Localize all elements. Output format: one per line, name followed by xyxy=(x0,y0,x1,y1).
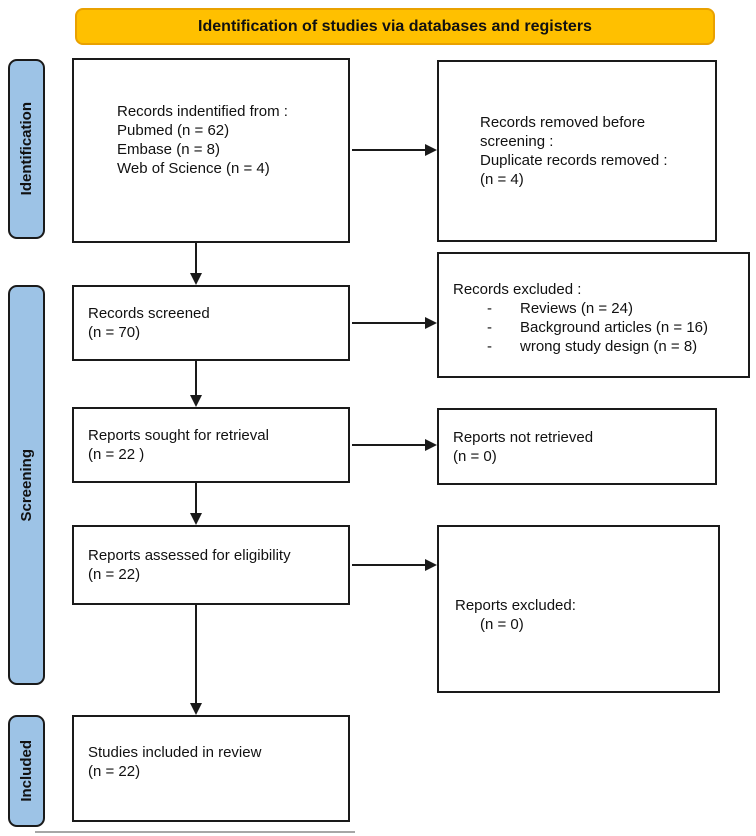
excluded-item-text: wrong study design (n = 8) xyxy=(520,338,698,355)
bullet-dash: - xyxy=(487,319,492,336)
box-text-line: (n = 22) xyxy=(88,763,141,780)
bullet-dash: - xyxy=(487,300,492,317)
arrowhead-right-icon xyxy=(425,559,437,571)
box-reports-not-retrieved: Reports not retrieved (n = 0) xyxy=(437,408,717,485)
excluded-item-text: Background articles (n = 16) xyxy=(520,319,709,336)
box-reports-excluded: Reports excluded: (n = 0) xyxy=(437,525,720,693)
cropped-box-edge xyxy=(35,831,355,833)
excluded-list-item: - Reviews (n = 24) xyxy=(453,299,748,318)
box-text-line: (n = 22 ) xyxy=(88,446,145,463)
arrowhead-right-icon xyxy=(425,317,437,329)
box-records-removed-before-screening: Records removed before screening : Dupli… xyxy=(437,60,717,242)
stage-included-text: Included xyxy=(18,740,35,802)
box-records-identified: Records indentified from : Pubmed (n = 6… xyxy=(72,58,350,243)
box-studies-included-in-review: Studies included in review (n = 22) xyxy=(72,715,350,822)
box-text-line: Records excluded : xyxy=(453,281,582,298)
box-text-line: Reports sought for retrieval xyxy=(88,427,269,444)
arrow-sought-to-not-retrieved xyxy=(352,444,426,446)
box-records-excluded: Records excluded : - Reviews (n = 24) - … xyxy=(437,252,750,378)
stage-label-screening: Screening xyxy=(8,285,45,685)
arrowhead-right-icon xyxy=(425,144,437,156)
box-reports-sought-for-retrieval: Reports sought for retrieval (n = 22 ) xyxy=(72,407,350,483)
banner-title: Identification of studies via databases … xyxy=(198,18,592,35)
arrow-screened-to-excluded xyxy=(352,322,426,324)
box-text-line: Records indentified from : xyxy=(117,102,288,120)
arrow-assessed-to-excluded xyxy=(352,564,426,566)
box-text-line: Web of Science (n = 4) xyxy=(117,159,270,177)
box-text-line: (n = 0) xyxy=(480,616,524,633)
stage-label-identification: Identification xyxy=(8,59,45,239)
box-text-line: Reports assessed for eligibility xyxy=(88,547,291,564)
box-text-line: Embase (n = 8) xyxy=(117,140,220,158)
box-text-line: screening : xyxy=(480,133,554,150)
box-text-line: Reports excluded: xyxy=(455,597,576,614)
arrowhead-down-icon xyxy=(190,703,202,715)
stage-screening-text: Screening xyxy=(18,448,35,522)
arrow-sought-to-assessed xyxy=(195,483,197,515)
box-text-line: Records removed before xyxy=(480,114,646,131)
box-text-line: Reports not retrieved xyxy=(453,428,594,446)
stage-identification-text: Identification xyxy=(18,102,35,196)
box-records-screened: Records screened (n = 70) xyxy=(72,285,350,361)
arrowhead-down-icon xyxy=(190,395,202,407)
stage-label-included: Included xyxy=(8,715,45,827)
arrowhead-down-icon xyxy=(190,513,202,525)
box-text-line: (n = 70) xyxy=(88,324,141,341)
arrow-identified-to-removed xyxy=(352,149,426,151)
arrowhead-down-icon xyxy=(190,273,202,285)
excluded-item-text: Reviews (n = 24) xyxy=(520,300,633,317)
box-text-line: (n = 0) xyxy=(453,447,497,465)
box-text-line: Records screened xyxy=(88,305,210,322)
arrow-assessed-to-included xyxy=(195,605,197,705)
banner: Identification of studies via databases … xyxy=(75,8,715,45)
excluded-list-item: - wrong study design (n = 8) xyxy=(453,337,748,356)
bullet-dash: - xyxy=(487,338,492,355)
box-text-line: Pubmed (n = 62) xyxy=(117,121,230,139)
box-reports-assessed-for-eligibility: Reports assessed for eligibility (n = 22… xyxy=(72,525,350,605)
box-text-line: (n = 4) xyxy=(480,171,524,188)
arrow-identified-to-screened xyxy=(195,243,197,275)
box-text-line: Studies included in review xyxy=(88,744,262,761)
excluded-list-item: - Background articles (n = 16) xyxy=(453,318,748,337)
arrow-screened-to-sought xyxy=(195,361,197,397)
box-text-line: Duplicate records removed : xyxy=(480,152,668,169)
box-text-line: (n = 22) xyxy=(88,566,141,583)
arrowhead-right-icon xyxy=(425,439,437,451)
